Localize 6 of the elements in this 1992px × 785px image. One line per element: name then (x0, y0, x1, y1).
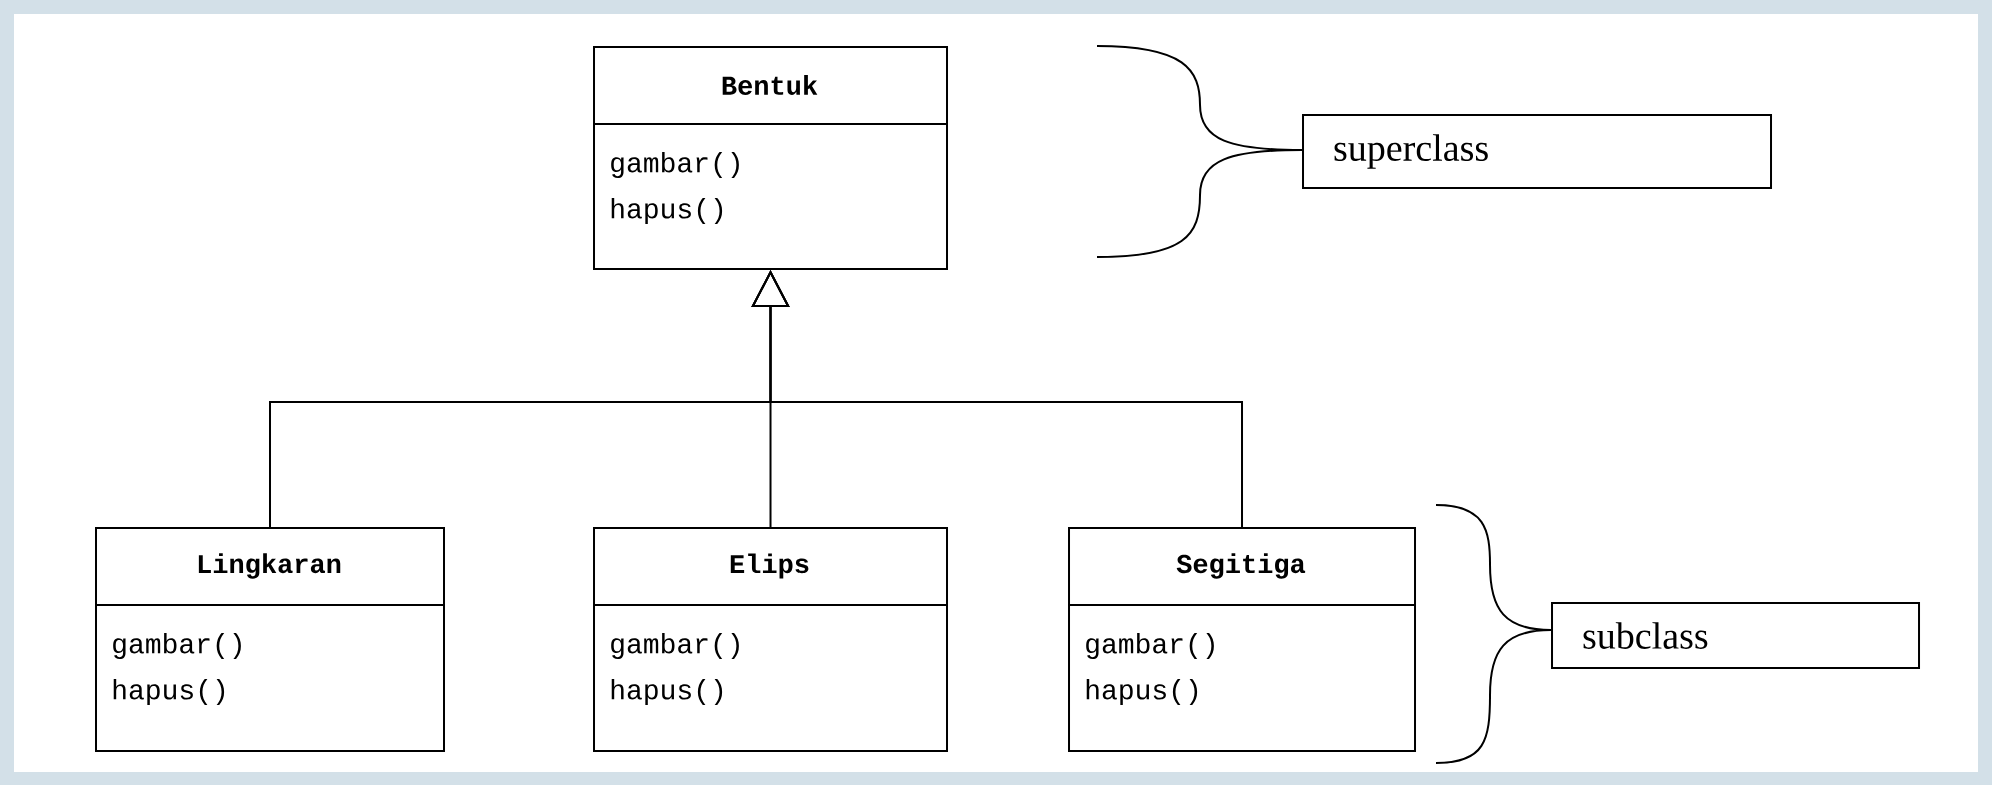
label-box: superclass (1302, 114, 1772, 189)
label-box: subclass (1551, 602, 1920, 669)
class-box: Lingkaran gambar() hapus() (94, 527, 445, 752)
class-box: Bentuk gambar() hapus() (592, 46, 948, 270)
class-box: Segitiga gambar() hapus() (1067, 527, 1416, 752)
class-box: Elips gambar() hapus() (592, 527, 948, 752)
